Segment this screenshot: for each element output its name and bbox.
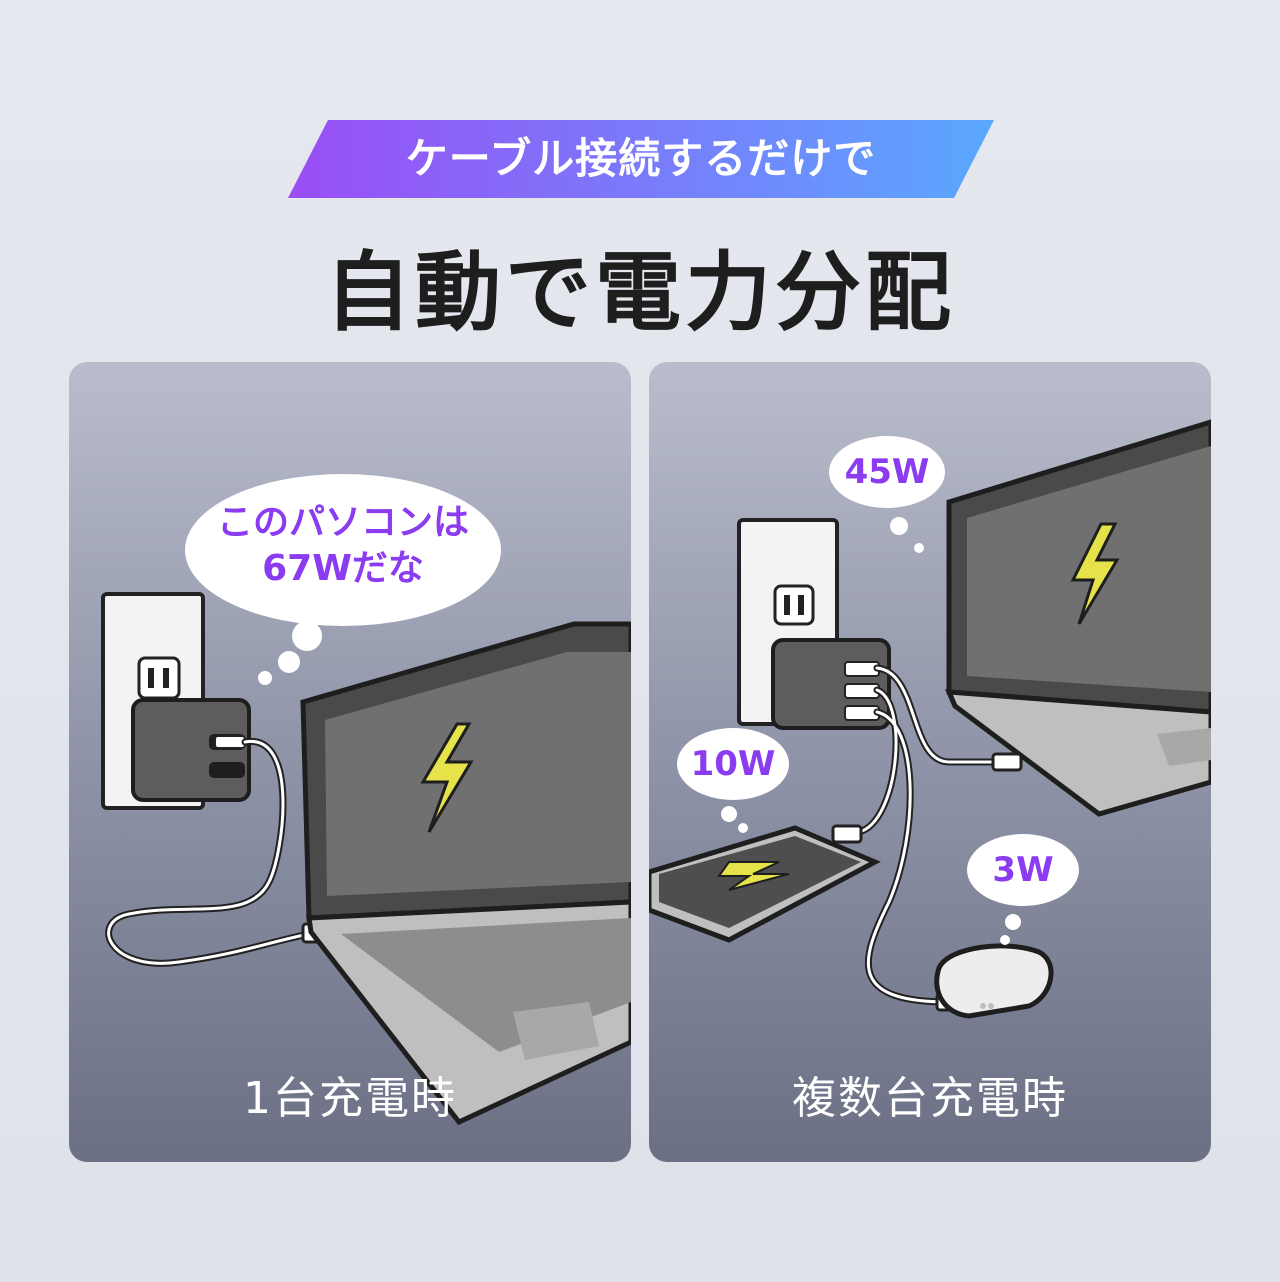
multiple-charging-illustration — [649, 419, 1211, 1019]
tablet-icon — [649, 825, 881, 943]
tablet-watts-label: 10W — [690, 744, 776, 784]
caption-multiple: 複数台充電時 — [792, 1073, 1068, 1124]
bubble-line-2: 67Wだな — [262, 548, 424, 589]
caption-single: 1台充電時 — [243, 1073, 457, 1124]
thought-bubble-laptop — [829, 436, 945, 553]
charger-icon — [131, 698, 251, 802]
thought-bubble-earbuds — [967, 834, 1079, 945]
thought-bubble-tablet — [677, 728, 789, 833]
panel-single-charging: このパソコンは 67Wだな 1台充電時 — [69, 362, 631, 1162]
earbuds-case-icon — [934, 943, 1054, 1019]
laptop-watts-label: 45W — [844, 452, 930, 492]
headline: 自動で電力分配 — [325, 243, 955, 343]
lightning-bolt-icon — [717, 861, 790, 891]
bubble-line-1: このパソコンは — [216, 502, 469, 543]
lightning-bolt-icon — [420, 722, 474, 833]
charger-icon — [771, 638, 891, 730]
earbuds-watts-label: 3W — [992, 850, 1054, 890]
lightning-bolt-icon — [1070, 522, 1120, 625]
banner-text: ケーブル接続するだけで — [405, 134, 877, 183]
laptop-icon — [300, 621, 631, 1126]
bubble-text: このパソコンは 67Wだな — [185, 500, 501, 592]
single-charging-illustration — [101, 474, 631, 1126]
panel-multiple-charging: 45W 10W 3W 複数台充電時 — [649, 362, 1211, 1162]
banner-background — [288, 120, 994, 198]
thought-bubble — [185, 474, 501, 685]
subtitle-banner: ケーブル接続するだけで — [288, 120, 994, 198]
